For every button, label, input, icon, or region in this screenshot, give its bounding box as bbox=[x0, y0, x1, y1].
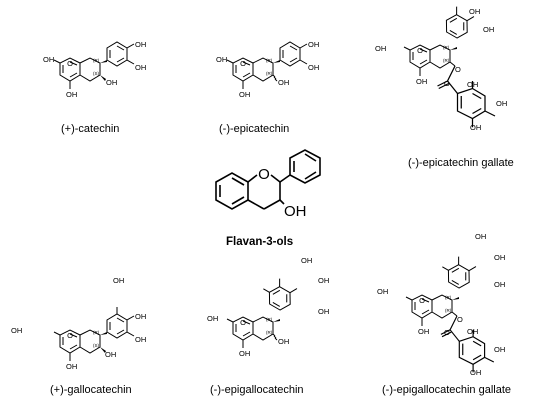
catechin-label: (+)-catechin bbox=[61, 123, 120, 135]
hydroxyl-label: OH bbox=[308, 40, 319, 49]
ring-oxygen-label: O bbox=[419, 296, 425, 305]
ester-oxygen-label: O bbox=[455, 65, 461, 74]
catechin-structure: O OH OH OH OH OH (R) (S) bbox=[43, 40, 146, 99]
hydroxyl-label: OH bbox=[308, 63, 319, 72]
hydroxyl-label: OH bbox=[105, 350, 116, 359]
hydroxyl-label: OH bbox=[467, 327, 478, 336]
stereo-label: (R) bbox=[266, 330, 273, 335]
hydroxyl-label: OH bbox=[318, 276, 329, 285]
stereo-label: (R) bbox=[266, 71, 273, 76]
stereo-label: (R) bbox=[445, 308, 452, 313]
hydroxyl-label: OH bbox=[470, 368, 481, 377]
epigallocatechin-gallate-structure: O OH OH O OH OH OH O OH OH OH (R) (R) bbox=[377, 232, 505, 377]
ring-oxygen-label: O bbox=[67, 331, 73, 340]
hydroxyl-label: OH bbox=[66, 362, 77, 371]
flavan-3-ol-skeleton: O OH bbox=[215, 149, 321, 220]
stereo-label: (R) bbox=[93, 330, 100, 335]
hydroxyl-label: OH bbox=[216, 55, 227, 64]
hydroxyl-label: OH bbox=[470, 123, 481, 132]
flavan-3-ols-label: Flavan-3-ols bbox=[226, 236, 294, 248]
hydroxyl-label: OH bbox=[496, 99, 507, 108]
epicatechin-label: (-)-epicatechin bbox=[219, 123, 290, 135]
ring-oxygen-label: O bbox=[417, 46, 423, 55]
hydroxyl-label: OH bbox=[301, 256, 312, 265]
hydroxyl-label: OH bbox=[113, 276, 124, 285]
stereo-label: (S) bbox=[93, 343, 100, 348]
stereo-label: (R) bbox=[443, 45, 450, 50]
stereo-label: (R) bbox=[93, 58, 100, 63]
hydroxyl-label: OH bbox=[43, 55, 54, 64]
gallocatechin-label: (+)-gallocatechin bbox=[50, 384, 132, 396]
gallocatechin-structure: O OH OH OH OH OH OH (R) (S) bbox=[11, 276, 146, 371]
hydroxyl-label: OH bbox=[135, 40, 146, 49]
hydroxyl-label: OH bbox=[284, 203, 307, 220]
hydroxyl-label: OH bbox=[318, 307, 329, 316]
ester-oxygen-label: O bbox=[457, 315, 463, 324]
ring-oxygen-label: O bbox=[240, 59, 246, 68]
stereo-label: (R) bbox=[266, 317, 273, 322]
hydroxyl-label: OH bbox=[11, 326, 22, 335]
carbonyl-oxygen-label: O bbox=[444, 328, 450, 337]
epigallocatechin-gallate-label: (-)-epigallocatechin gallate bbox=[382, 384, 512, 396]
hydroxyl-label: OH bbox=[135, 335, 146, 344]
hydroxyl-label: OH bbox=[375, 44, 386, 53]
ring-oxygen-label: O bbox=[240, 318, 246, 327]
hydroxyl-label: OH bbox=[207, 314, 218, 323]
hydroxyl-label: OH bbox=[475, 232, 486, 241]
hydroxyl-label: OH bbox=[66, 90, 77, 99]
stereo-label: (S) bbox=[93, 71, 100, 76]
hydroxyl-label: OH bbox=[416, 77, 427, 86]
hydroxyl-label: OH bbox=[377, 287, 388, 296]
ring-oxygen-label: O bbox=[258, 166, 270, 183]
stereo-label: (R) bbox=[266, 58, 273, 63]
carbonyl-oxygen-label: O bbox=[444, 79, 450, 88]
hydroxyl-label: OH bbox=[494, 280, 505, 289]
hydroxyl-label: OH bbox=[239, 349, 250, 358]
epicatechin-gallate-structure: O OH OH O OH OH O OH OH OH (R) (R) bbox=[375, 5, 507, 132]
hydroxyl-label: OH bbox=[469, 7, 480, 16]
hydroxyl-label: OH bbox=[494, 345, 505, 354]
epigallocatechin-label: (-)-epigallocatechin bbox=[210, 384, 304, 396]
hydroxyl-label: OH bbox=[483, 25, 494, 34]
stereo-label: (R) bbox=[443, 58, 450, 63]
stereo-label: (R) bbox=[445, 295, 452, 300]
hydroxyl-label: OH bbox=[135, 63, 146, 72]
hydroxyl-label: OH bbox=[106, 78, 117, 87]
hydroxyl-label: OH bbox=[467, 80, 478, 89]
hydroxyl-label: OH bbox=[239, 90, 250, 99]
hydroxyl-label: OH bbox=[418, 327, 429, 336]
epicatechin-structure: O OH OH OH OH OH (R) (R) bbox=[216, 40, 319, 99]
hydroxyl-label: OH bbox=[135, 312, 146, 321]
hydroxyl-label: OH bbox=[494, 253, 505, 262]
hydroxyl-label: OH bbox=[278, 337, 289, 346]
hydroxyl-label: OH bbox=[278, 78, 289, 87]
epicatechin-gallate-label: (-)-epicatechin gallate bbox=[408, 157, 514, 169]
epigallocatechin-structure: O OH OH OH OH OH OH (R) (R) bbox=[207, 256, 329, 358]
ring-oxygen-label: O bbox=[67, 59, 73, 68]
